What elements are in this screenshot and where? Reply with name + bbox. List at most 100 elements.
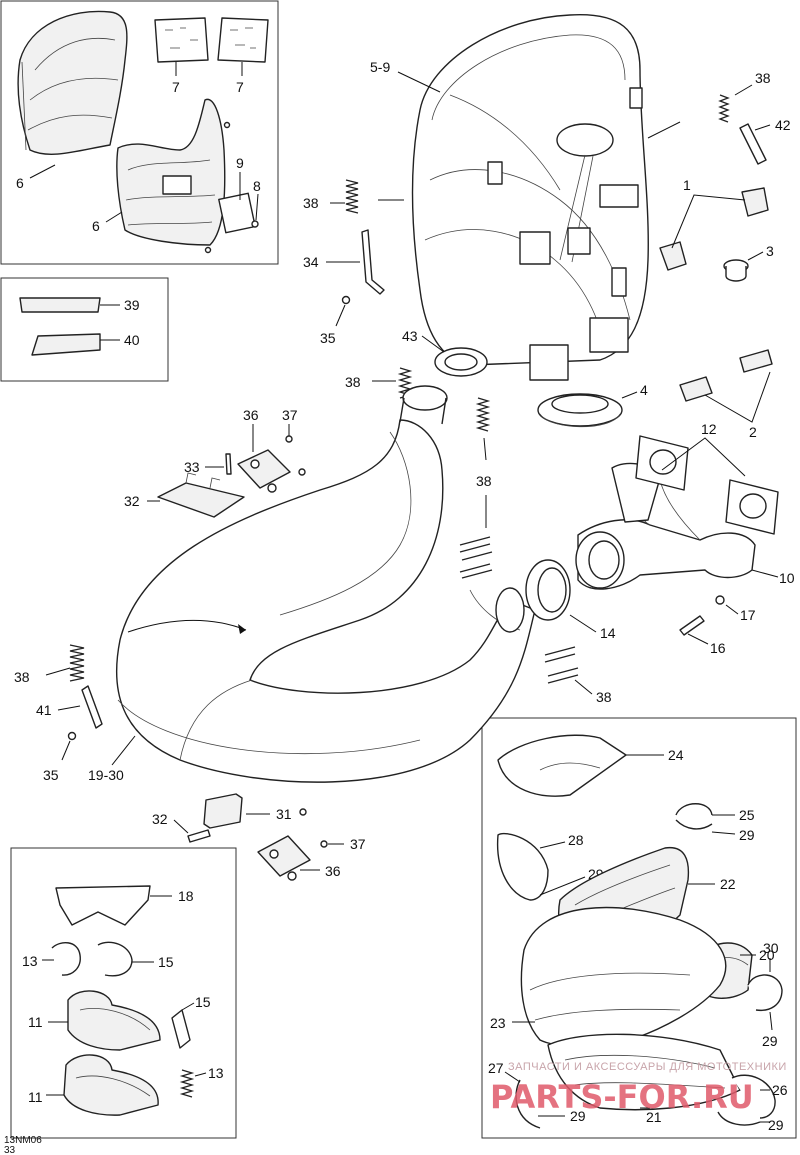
callout-27: 27 [488,1060,504,1076]
clamp-36 [237,449,291,493]
gasket-12 [725,479,779,535]
gasket-12 [635,435,689,491]
callout-14: 14 [600,625,616,641]
bracket-42 [739,123,767,165]
clamp-30 [747,974,783,1012]
diagram-page-number: 33 [4,1145,16,1155]
callout-31: 31 [276,806,292,822]
callout-38: 38 [14,669,30,685]
callout-29: 29 [570,1108,586,1124]
clamp-28 [496,833,549,901]
spring-38 [397,367,413,399]
spring-38 [544,646,579,684]
callout-16: 16 [710,640,726,656]
muffler-bracket [519,231,551,265]
callout-4: 4 [640,382,648,398]
callout-29: 29 [762,1033,778,1049]
callout-22: 22 [720,876,736,892]
clamp-27 [515,1079,541,1129]
callout-28: 28 [568,832,584,848]
exhaust-manifold [575,462,756,590]
callout-8: 8 [253,178,261,194]
callout-12: 12 [701,421,717,437]
callout-1: 1 [683,177,691,193]
callout-29: 29 [739,827,755,843]
insulation-pad-24 [497,734,627,797]
callout-37: 37 [282,407,298,423]
gasket-43 [434,347,488,377]
bracket-41 [81,685,103,729]
screw-33 [225,453,232,475]
muffler-bracket [611,267,627,297]
callout-11: 11 [28,1089,43,1105]
callout-11: 11 [28,1014,43,1030]
watermark: ЗАПЧАСТИ И АКСЕССУАРЫ ДЛЯ МОТОТЕХНИКИ PA… [490,1061,786,1116]
muffler-shield-inset-frame [10,847,237,1139]
callout-41: 41 [36,702,52,718]
shield-plate-9 [218,192,256,234]
cover-inset-frame [481,717,797,1139]
nut-37 [320,840,328,848]
clamp-13 [51,942,81,976]
clamp-26 [731,1074,776,1119]
pipe-inlet [495,587,525,633]
watermark-logo: PARTS-FOR.RU [490,1078,754,1116]
muffler-bracket [599,184,639,208]
spring-38 [459,563,493,579]
nut-37 [298,468,306,476]
callout-15: 15 [195,994,211,1010]
clamp-15 [97,941,133,977]
spring-13 [179,1069,195,1098]
heat-shield-11 [67,990,161,1051]
heat-shield-plate [162,175,192,195]
callout-23: 23 [490,1015,506,1031]
rubber-mount-3 [723,259,749,282]
nut-37 [285,435,293,443]
insulation-pad-18 [55,885,151,926]
callout-2: 2 [749,424,757,440]
pipe-outlet [402,385,448,411]
heat-shield-inset-frame [0,0,279,265]
callout-20: 20 [759,947,775,963]
clamp-29 [717,1111,761,1126]
screw-35 [341,295,351,305]
callout-39: 39 [124,297,140,313]
ring-14 [525,559,571,621]
callout-19-30: 19-30 [88,767,124,783]
callout-6: 6 [92,218,100,234]
callout-40: 40 [124,332,140,348]
muffler [411,14,649,381]
callout-34: 34 [303,254,319,270]
spring-38 [718,94,730,123]
spring-38 [69,644,85,682]
callout-35: 35 [43,767,59,783]
nut-8 [251,220,259,228]
callout-37: 37 [350,836,366,852]
spring-38 [459,536,493,561]
callout-17: 17 [740,607,756,623]
screw-35 [67,731,77,741]
diagram-code: 13NM06 [4,1135,42,1146]
callout-38: 38 [345,374,361,390]
callout-32: 32 [152,811,168,827]
clamp-15 [171,1009,191,1049]
insulation-pad-7b [217,17,269,63]
callout-10: 10 [779,570,795,586]
heat-shield-lower [116,98,226,246]
callout-24: 24 [668,747,684,763]
bolt-16 [679,615,705,636]
spring-38 [345,179,359,214]
insulation-pad-7a [154,17,209,63]
muffler-bracket [567,227,591,255]
callout-30: 30 [763,940,779,956]
callout-38: 38 [303,195,319,211]
callout-5-9: 5-9 [370,59,390,75]
callout-9: 9 [236,155,244,171]
callout-13: 13 [208,1065,224,1081]
callout-15: 15 [158,954,174,970]
callout-25: 25 [739,807,755,823]
decal-inset-frame [0,277,169,382]
grommet-2 [679,376,713,402]
tuned-pipe [115,385,536,783]
